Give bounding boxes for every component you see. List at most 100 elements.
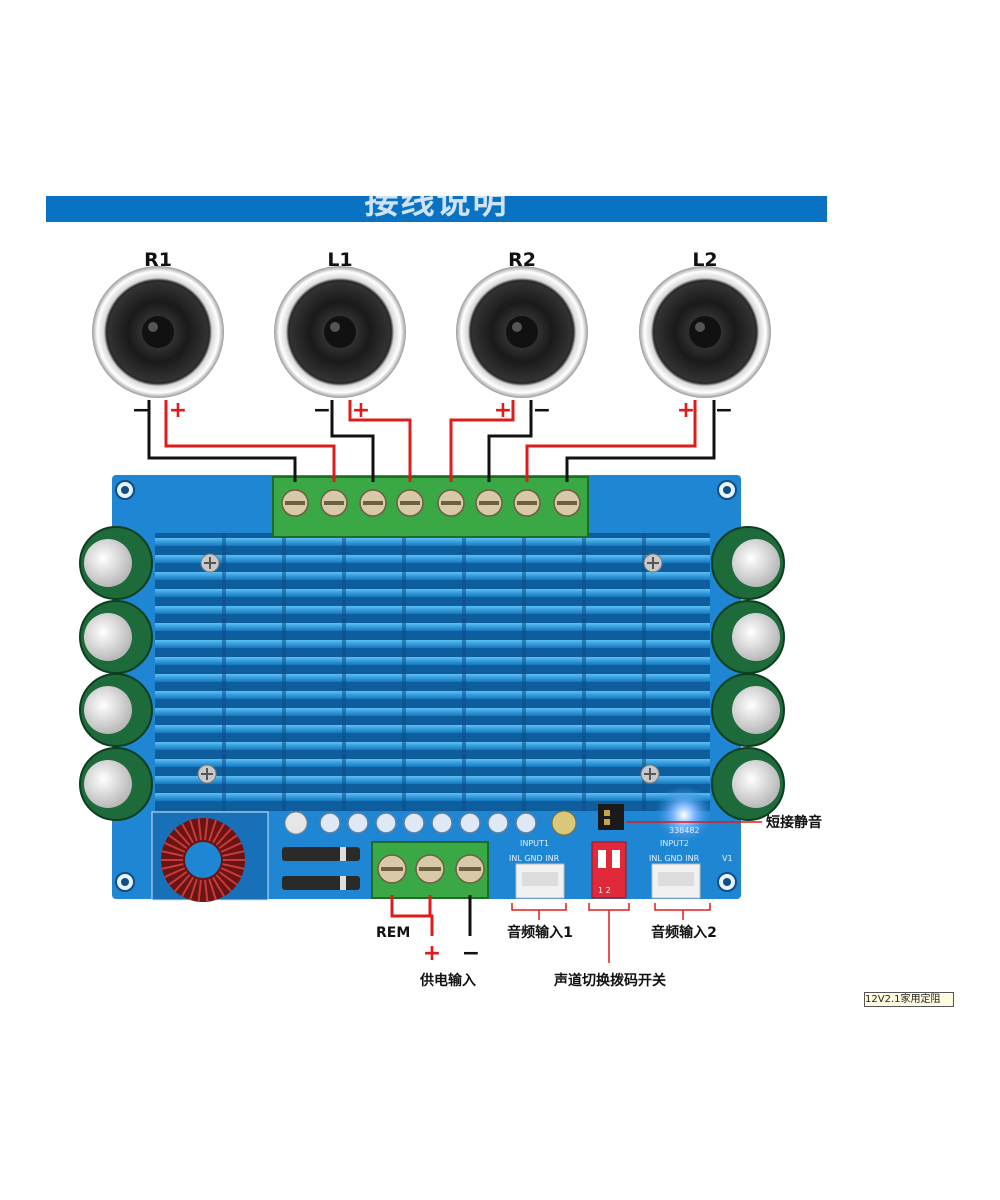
capacitor-top bbox=[732, 686, 780, 734]
heatsink-fin bbox=[155, 623, 710, 631]
toroid-winding bbox=[168, 834, 188, 850]
input2-silk-label: INPUT2 bbox=[660, 839, 689, 848]
small-capacitor bbox=[459, 812, 481, 834]
r2-plus-sign: + bbox=[494, 398, 512, 423]
heatsink-fin bbox=[155, 657, 710, 665]
speaker-label-r1: R1 bbox=[144, 249, 172, 271]
small-capacitors-row bbox=[284, 810, 577, 836]
rem-label: REM bbox=[376, 925, 410, 941]
power-led bbox=[654, 785, 714, 845]
speaker-label-l2: L2 bbox=[692, 249, 717, 271]
toroid-winding bbox=[189, 878, 198, 901]
speaker-l1 bbox=[274, 266, 406, 398]
mute-label: 短接静音 bbox=[766, 814, 822, 831]
l1-minus-sign: − bbox=[313, 398, 331, 423]
toroid-winding bbox=[208, 819, 217, 842]
r1-plus-sign: + bbox=[169, 398, 187, 423]
capacitors bbox=[79, 526, 785, 821]
audio-input2-label: 音频输入2 bbox=[651, 924, 717, 941]
toroid-winding bbox=[204, 818, 209, 841]
toroid-winding bbox=[164, 867, 186, 878]
l2-plus-sign: + bbox=[677, 398, 695, 423]
dip-switch-label: 声道切换拨码开关 bbox=[553, 972, 666, 989]
toroid-winding bbox=[197, 818, 202, 841]
toroid-winding bbox=[220, 867, 242, 878]
mounting-holes bbox=[115, 480, 737, 892]
terminal-screw-slot bbox=[517, 501, 537, 505]
heatsink-fin bbox=[155, 589, 710, 597]
toroid-winding bbox=[161, 863, 184, 870]
heatsink-fin bbox=[155, 708, 710, 716]
heatsink-fin bbox=[155, 742, 710, 750]
terminal-screw-slot bbox=[324, 501, 344, 505]
r1-minus-sign: − bbox=[132, 398, 150, 423]
heatsink-fin bbox=[155, 674, 710, 682]
terminal-screw-slot bbox=[285, 501, 305, 505]
speaker-wires bbox=[147, 400, 716, 482]
heatsink-groove bbox=[582, 533, 586, 811]
banner-title: 接线说明 bbox=[364, 196, 509, 222]
capacitor-top bbox=[732, 613, 780, 661]
heatsink bbox=[155, 533, 710, 811]
capacitor-top bbox=[84, 686, 132, 734]
input1-connector bbox=[515, 863, 565, 899]
heatsink-fin bbox=[155, 759, 710, 767]
toroid-winding bbox=[197, 879, 202, 902]
toroid-winding bbox=[189, 819, 198, 842]
small-capacitor bbox=[403, 812, 425, 834]
small-capacitor bbox=[487, 812, 509, 834]
speaker-label-r2: R2 bbox=[508, 249, 536, 271]
terminal-screw-slot bbox=[557, 501, 577, 505]
toroid-winding bbox=[174, 828, 191, 846]
speaker-terminal-block bbox=[272, 476, 589, 538]
toroid-winding bbox=[161, 850, 184, 857]
toroid-winding bbox=[215, 828, 232, 846]
power-terminal-screw-slot bbox=[381, 867, 403, 871]
heatsink-fin bbox=[155, 555, 710, 563]
power-input-label: 供电输入 bbox=[419, 972, 476, 989]
heatsink-groove bbox=[462, 533, 466, 811]
annotation-leaders bbox=[511, 821, 762, 963]
terminal-screw-slot bbox=[363, 501, 383, 505]
capacitor-top bbox=[84, 613, 132, 661]
small-capacitor bbox=[431, 812, 453, 834]
toroid-winding bbox=[218, 834, 238, 850]
small-capacitor bbox=[347, 812, 369, 834]
toroid-winding bbox=[212, 876, 225, 897]
toroid-inductor bbox=[151, 811, 269, 902]
terminal-screw-slot bbox=[479, 501, 499, 505]
heatsink-fin bbox=[155, 725, 710, 733]
mute-header[interactable] bbox=[598, 804, 624, 830]
power-terminal-block bbox=[371, 841, 489, 899]
small-capacitor bbox=[375, 812, 397, 834]
corner-note: 12V2.1家用定阻 bbox=[864, 992, 954, 1007]
heatsink-groove bbox=[522, 533, 526, 811]
input2-connector bbox=[651, 863, 701, 899]
toroid-winding bbox=[208, 878, 217, 901]
diodes bbox=[282, 847, 360, 890]
capacitor-top bbox=[84, 539, 132, 587]
heatsink-fin bbox=[155, 640, 710, 648]
heatsink-fin bbox=[155, 606, 710, 614]
v1-silk-label: V1 bbox=[722, 854, 733, 863]
toroid-winding bbox=[222, 863, 245, 870]
capacitor-top bbox=[732, 760, 780, 808]
heatsink-groove bbox=[222, 533, 226, 811]
power-terminal-screw-slot bbox=[459, 867, 481, 871]
input1-silk-label: INPUT1 bbox=[520, 839, 549, 848]
heatsink-groove bbox=[402, 533, 406, 811]
heatsink-fin bbox=[155, 776, 710, 784]
small-capacitor bbox=[319, 812, 341, 834]
speaker-l2 bbox=[639, 266, 771, 398]
toroid-winding bbox=[220, 842, 242, 853]
toroid-winding bbox=[181, 876, 194, 897]
power-terminal-screw-slot bbox=[419, 867, 441, 871]
l2-minus-sign: − bbox=[715, 398, 733, 423]
toroid-winding bbox=[222, 850, 245, 857]
l1-plus-sign: + bbox=[352, 398, 370, 423]
tantalum-capacitor bbox=[551, 810, 577, 836]
input1-pins-silk: INL GND INR bbox=[509, 854, 560, 863]
header-banner: 接线说明 bbox=[46, 196, 827, 222]
dip-switch[interactable] bbox=[591, 841, 627, 899]
r2-minus-sign: − bbox=[533, 398, 551, 423]
